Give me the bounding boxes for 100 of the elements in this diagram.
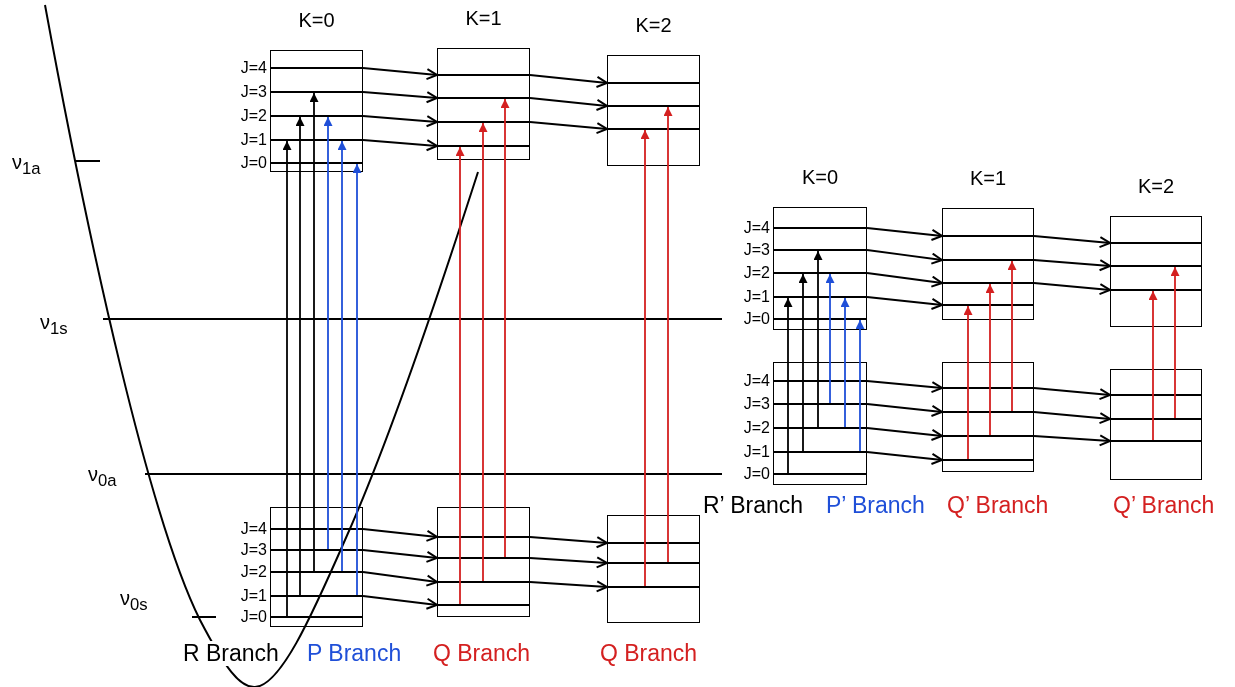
energy-level-line: [774, 271, 866, 274]
energy-level-line: [943, 258, 1033, 261]
level-label: J=4: [240, 521, 267, 537]
arrow: [362, 91, 438, 104]
level-label: J=4: [743, 220, 770, 236]
energy-level-box: [437, 507, 530, 617]
level-label: J=3: [743, 242, 770, 258]
branch-label: Q Branch: [433, 640, 531, 666]
arrow: [963, 305, 973, 460]
arrow: [362, 549, 438, 563]
arrow: [352, 163, 362, 596]
level-label: J=1: [743, 444, 770, 460]
energy-level-line: [271, 594, 362, 597]
arrow: [798, 273, 808, 452]
energy-label: ν$_{1s}$: [40, 312, 68, 338]
energy-level-box: [607, 515, 700, 623]
energy-level-line: [271, 570, 362, 573]
arrow: [478, 122, 488, 582]
arrow: [529, 97, 608, 111]
energy-level-line: [271, 161, 362, 164]
arrow: [855, 319, 865, 452]
energy-level-line: [438, 120, 529, 123]
energy-level-line: [271, 138, 362, 141]
level-label: J=1: [240, 132, 267, 148]
energy-level-line: [1111, 288, 1201, 291]
energy-level-line: [438, 96, 529, 99]
energy-level-line: [774, 295, 866, 298]
energy-level-line: [774, 379, 866, 382]
level-label: J=0: [240, 609, 267, 625]
energy-label: ν$_{0s}$: [120, 588, 148, 614]
arrow: [500, 98, 510, 558]
energy-level-box: [942, 362, 1034, 472]
arrow: [866, 380, 943, 394]
energy-level-line: [774, 402, 866, 405]
arrow: [813, 250, 823, 428]
energy-level-line: [774, 472, 866, 475]
arrow: [362, 528, 438, 542]
level-label: J=4: [240, 60, 267, 76]
energy-level-line: [438, 535, 529, 538]
level-label: J=3: [743, 396, 770, 412]
level-label: J=2: [240, 564, 267, 580]
arrow: [362, 139, 438, 152]
energy-level-line: [438, 603, 529, 606]
arrow: [1033, 434, 1111, 447]
arrow: [866, 427, 943, 441]
level-label: J=0: [240, 155, 267, 171]
energy-label: ν$_{1a}$: [12, 152, 41, 178]
arrow: [362, 595, 438, 610]
energy-level-line: [271, 548, 362, 551]
arrow: [323, 116, 333, 550]
arrow: [362, 571, 438, 587]
arrow: [362, 67, 438, 81]
arrow: [529, 74, 608, 88]
level-label: J=2: [743, 420, 770, 436]
energy-label: ν$_{0a}$: [88, 464, 117, 490]
energy-level-line: [608, 127, 699, 130]
energy-level-line: [774, 426, 866, 429]
box-heading: K=1: [968, 168, 1008, 188]
energy-level-line: [943, 303, 1033, 306]
level-label: J=1: [240, 588, 267, 604]
arrow: [455, 146, 465, 605]
energy-level-line: [1111, 417, 1201, 420]
arrow: [337, 140, 347, 572]
level-label: J=0: [743, 311, 770, 327]
energy-level-line: [271, 66, 362, 69]
branch-label: R Branch: [183, 640, 279, 666]
arrow: [1033, 282, 1111, 296]
energy-level-line: [1111, 393, 1201, 396]
energy-level-line: [271, 615, 362, 618]
arrow: [985, 283, 995, 436]
arrow: [295, 116, 305, 596]
arrow: [640, 129, 650, 587]
branch-label: Q’ Branch: [1113, 492, 1215, 518]
energy-level-line: [774, 226, 866, 229]
arrow: [866, 249, 943, 265]
energy-level-line: [608, 585, 699, 588]
level-label: J=0: [743, 466, 770, 482]
energy-level-line: [943, 458, 1033, 461]
box-heading: K=2: [634, 15, 673, 35]
arrow: [1148, 290, 1158, 441]
energy-level-line: [271, 114, 362, 117]
branch-label: Q’ Branch: [947, 492, 1049, 518]
energy-level-line: [438, 73, 529, 76]
energy-level-line: [608, 541, 699, 544]
box-heading: K=0: [297, 10, 336, 30]
arrow: [866, 272, 943, 288]
arrow: [1033, 235, 1111, 249]
energy-level-box: [773, 362, 867, 485]
energy-level-line: [943, 410, 1033, 413]
energy-level-line: [438, 144, 529, 147]
arrow: [783, 297, 793, 474]
box-heading: K=2: [1136, 176, 1176, 196]
arrow: [529, 536, 608, 549]
level-label: J=1: [743, 289, 770, 305]
energy-level-line: [271, 527, 362, 530]
arrow: [663, 106, 673, 563]
energy-level-line: [943, 434, 1033, 437]
energy-level-line: [271, 90, 362, 93]
arrow: [309, 92, 319, 572]
energy-level-line: [438, 580, 529, 583]
